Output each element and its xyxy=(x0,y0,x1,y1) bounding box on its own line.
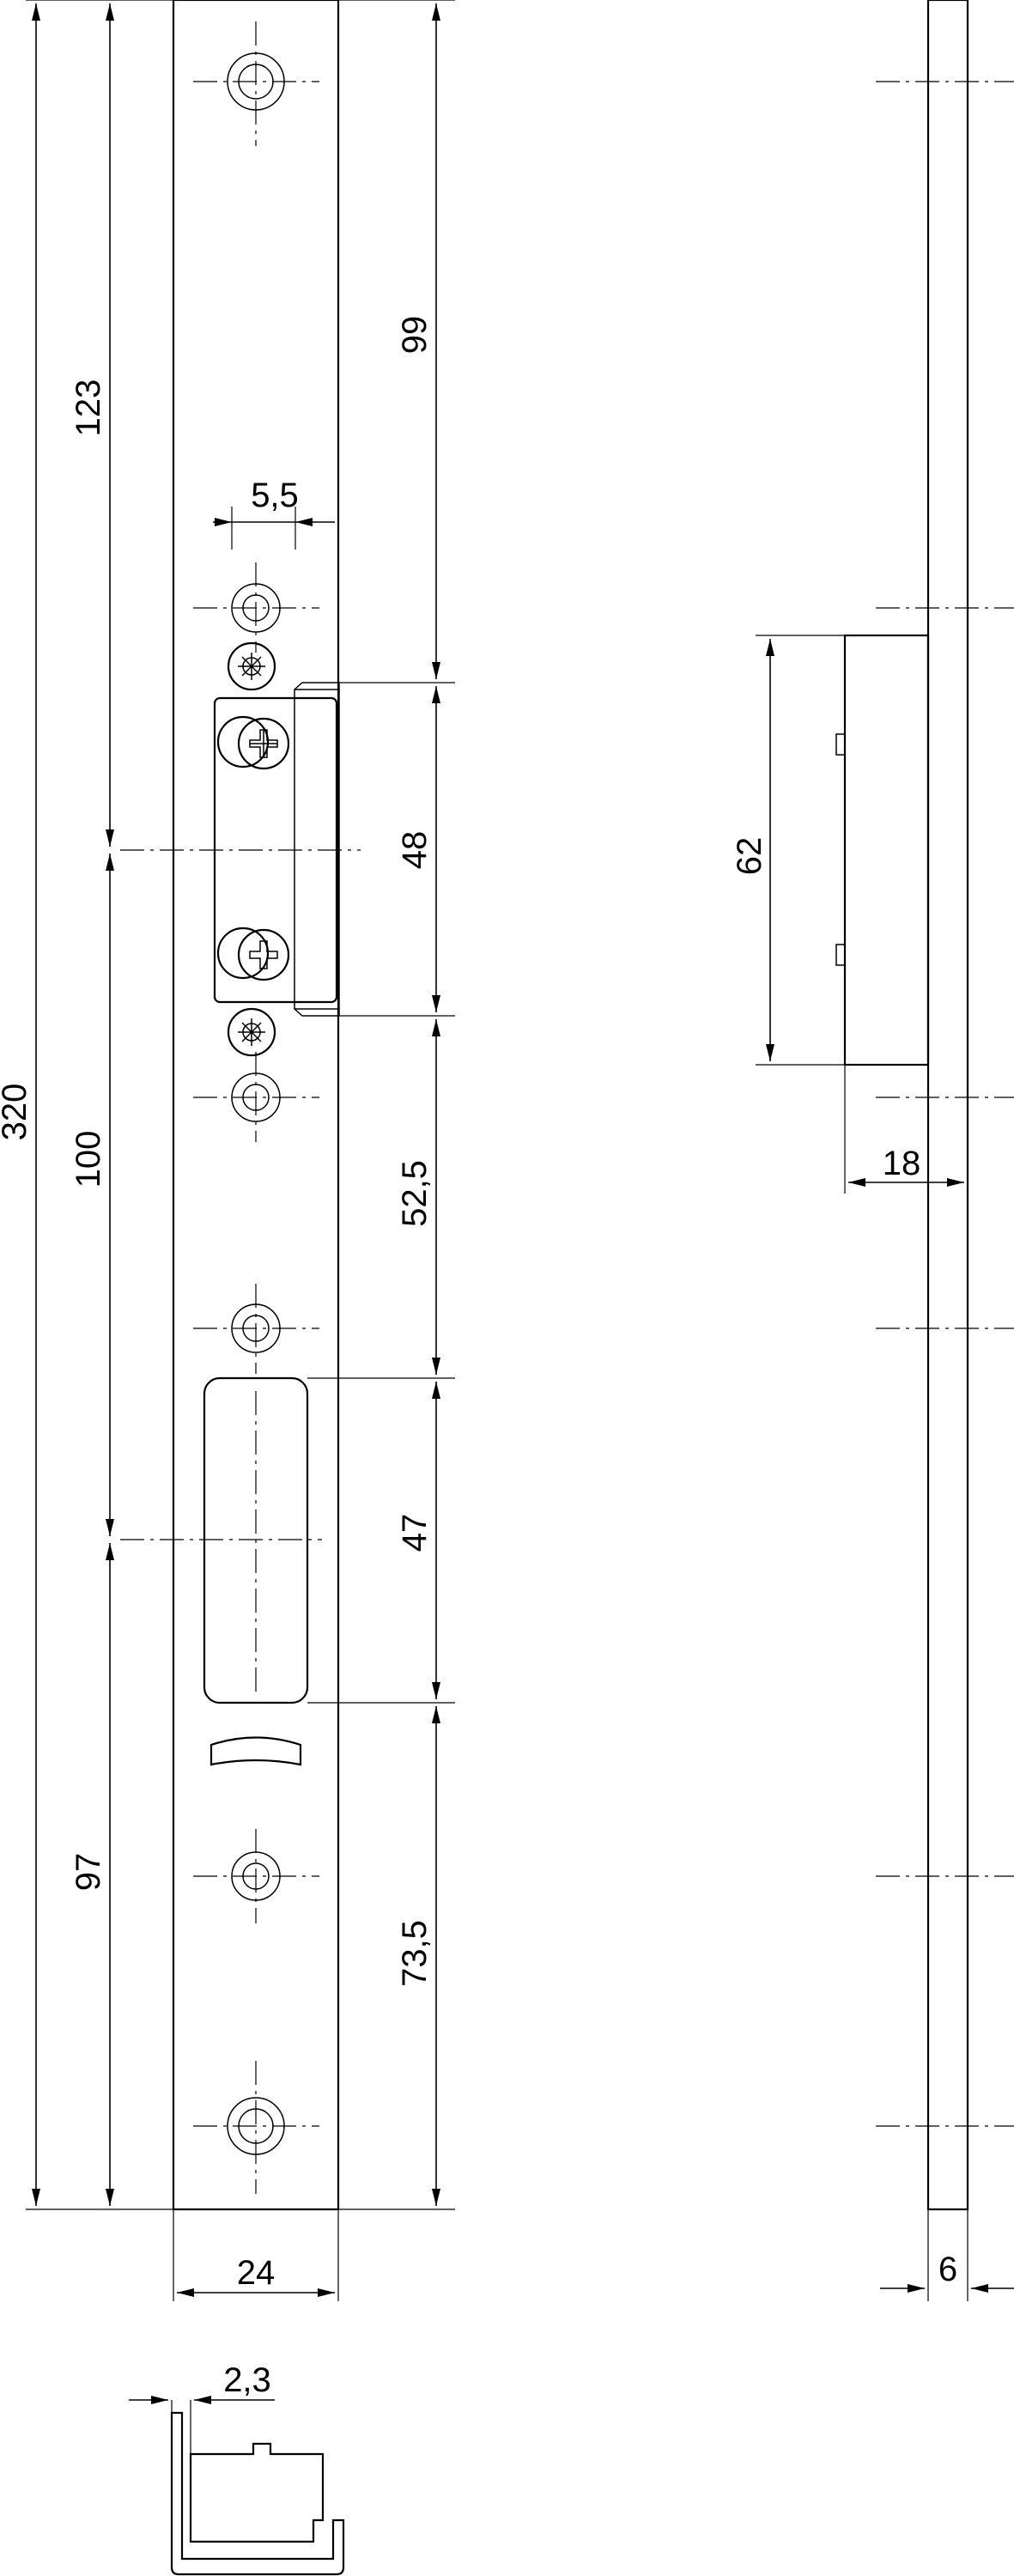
mounting-hole-mid-upper xyxy=(193,1052,319,1142)
side-plate-outline xyxy=(926,0,969,2211)
torx-screw-lower xyxy=(227,1007,276,1057)
dim-label-slot-to-bottom: 73,5 xyxy=(396,1920,434,1987)
dim-label-keeper-to-slot-center: 100 xyxy=(70,1131,107,1188)
side-keeper-tab-upper xyxy=(835,733,846,756)
mounting-hole-top xyxy=(193,21,319,146)
side-center-lines xyxy=(876,81,1014,2127)
dim-label-projection: 18 xyxy=(883,1145,921,1182)
strike-plate-outline xyxy=(172,0,340,2211)
bolt-slot xyxy=(120,1376,322,1704)
dim-label-keeper-to-slot: 52,5 xyxy=(396,1160,434,1227)
section-channel xyxy=(170,2411,345,2576)
dim-label-slot-center-to-bottom: 97 xyxy=(70,1853,107,1892)
mounting-hole-mid xyxy=(193,1284,319,1374)
front-view: 320 123 100 97 99 48 52,5 47 73,5 5,5 24 xyxy=(0,0,455,2301)
side-view: 62 18 6 xyxy=(731,0,1014,2301)
mounting-hole-lower xyxy=(193,1829,319,1923)
extension-lines xyxy=(26,0,455,2301)
side-extension-lines xyxy=(756,635,968,2301)
mounting-hole-upper xyxy=(193,562,319,653)
torx-screw-upper xyxy=(227,641,276,691)
side-keeper-tab-lower xyxy=(835,944,846,966)
dim-label-top-to-keeper-center: 123 xyxy=(70,380,107,437)
section-keeper xyxy=(189,2442,325,2543)
dim-label-keeper-length: 62 xyxy=(731,837,768,876)
dim-label-top-to-keeper: 99 xyxy=(396,316,434,355)
dim-label-edge-offset: 2,3 xyxy=(223,2361,271,2399)
phillips-screw-upper xyxy=(216,715,290,770)
latch-recess xyxy=(209,1736,302,1766)
phillips-screw-lower xyxy=(216,927,290,981)
section-view: 2,3 xyxy=(129,2361,345,2576)
keeper-body xyxy=(120,682,361,1017)
dim-label-hole-offset: 5,5 xyxy=(251,477,299,514)
dim-label-plate-thickness: 6 xyxy=(938,2251,957,2288)
mounting-hole-bottom xyxy=(193,2061,319,2194)
side-keeper-outline xyxy=(843,634,930,1066)
dim-label-total-height: 320 xyxy=(0,1084,33,1141)
dim-label-plate-width: 24 xyxy=(237,2254,276,2292)
dim-label-keeper-height: 48 xyxy=(396,831,434,870)
dim-label-slot-height: 47 xyxy=(396,1514,434,1552)
